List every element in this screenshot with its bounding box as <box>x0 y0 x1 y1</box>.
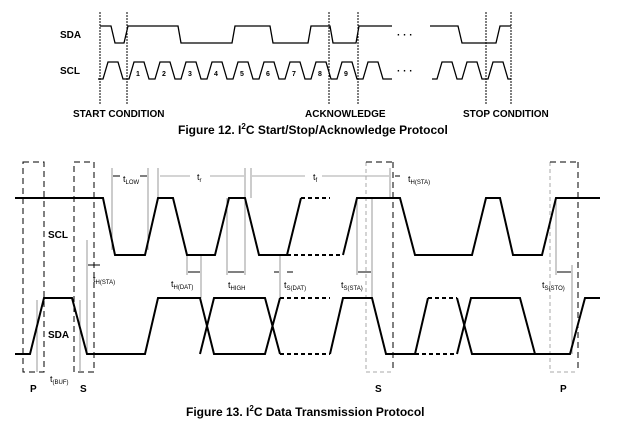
timing-labels: tLOW tr tf tH(STA) tH(STA) tH(DAT) tHIGH tS(DAT… <box>50 172 565 386</box>
ellipsis: · · · <box>397 66 413 77</box>
timing-label-sdat: tS(DAT) <box>284 280 306 292</box>
start-box <box>73 161 95 373</box>
figure-13: SCL SDA tLOW tr tf tH(STA) tH(STA) tH(DAT) tHI… <box>15 161 600 419</box>
bit-label: 7 <box>292 71 296 78</box>
scl-waveform <box>98 61 392 80</box>
bit-label: 6 <box>266 71 270 78</box>
scl-waveform-end <box>432 61 511 80</box>
timing-label-hsta: tH(STA) <box>408 174 430 186</box>
bit-label: 5 <box>240 71 244 78</box>
timing-label-ssta: tS(STA) <box>341 280 363 292</box>
start-marker-s: S <box>80 384 87 395</box>
bit-label: 2 <box>162 71 166 78</box>
sda-waveform <box>15 297 281 355</box>
timing-label-ssto: tS(STO) <box>542 280 565 292</box>
bit-label: 8 <box>318 71 322 78</box>
timing-label-hsta: tH(STA) <box>93 274 115 286</box>
timing-label-r: tr <box>197 172 202 184</box>
sda-label: SDA <box>60 30 81 41</box>
figure-12: SDA SCL 1 2 3 4 5 6 7 8 9 · · · · · · START COND… <box>60 12 549 137</box>
scl-waveform <box>15 197 302 256</box>
sda-label: SDA <box>48 330 69 341</box>
timing-label-buf: t(BUF) <box>50 374 69 386</box>
timing-label-high: tHIGH <box>228 280 246 292</box>
timing-arrows <box>88 175 571 273</box>
figure-13-caption: Figure 13. I2C Data Transmission Protoco… <box>186 404 425 419</box>
ellipsis: · · · <box>397 30 413 41</box>
bit-label: 3 <box>188 71 192 78</box>
scl-label: SCL <box>48 230 68 241</box>
sda-waveform-end <box>430 25 511 44</box>
bit-label: 1 <box>136 71 140 78</box>
scl-label: SCL <box>60 66 80 77</box>
timing-label-low: tLOW <box>123 174 140 186</box>
stop-condition-label: STOP CONDITION <box>463 109 549 120</box>
bit-label: 9 <box>344 71 348 78</box>
figure-12-caption: Figure 12. I2C Start/Stop/Acknowledge Pr… <box>178 122 448 137</box>
stop-marker-p: P <box>560 384 567 395</box>
stop-marker-p: P <box>30 384 37 395</box>
timing-label-f: tf <box>313 172 318 184</box>
bit-labels: 1 2 3 4 5 6 7 8 9 <box>136 71 348 78</box>
repeated-start-marker-s: S <box>375 384 382 395</box>
bit-label: 4 <box>214 71 218 78</box>
sda-waveform <box>100 25 392 44</box>
start-condition-label: START CONDITION <box>73 109 164 120</box>
scl-waveform-2 <box>342 197 600 256</box>
timing-label-hdat: tH(DAT) <box>171 279 193 291</box>
stop-box <box>22 161 45 373</box>
acknowledge-label: ACKNOWLEDGE <box>305 109 386 120</box>
